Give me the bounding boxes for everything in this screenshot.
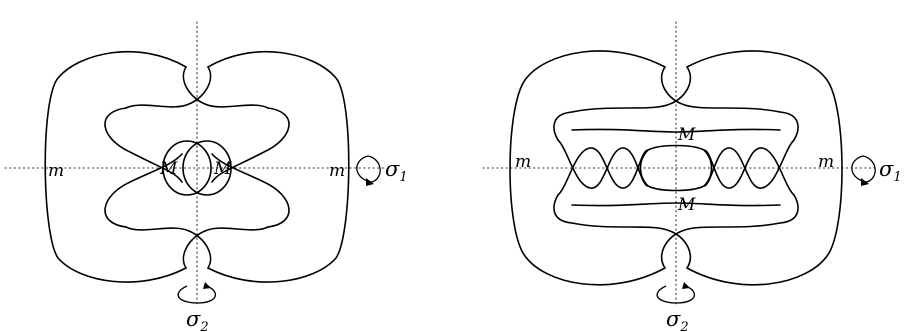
- left-outer-right-arc: [207, 50, 350, 283]
- right-upper-band-inner: [571, 128, 781, 133]
- right-figure: m m M M σ1 σ2: [482, 21, 902, 332]
- right-outer-left-arc: [509, 50, 666, 286]
- left-sigma1-symbol: σ1: [385, 157, 408, 185]
- right-twist-right-a: [703, 139, 795, 189]
- left-inner-left-lobe-lower: [104, 153, 183, 228]
- right-bottom-clasp-a: [660, 222, 781, 269]
- right-center-oval: [639, 144, 713, 192]
- right-top-clasp-b: [571, 66, 692, 113]
- right-sigma1-symbol: σ1: [879, 157, 902, 185]
- left-sigma1-rotation-icon: [356, 155, 381, 186]
- right-upper-band: [553, 111, 799, 141]
- right-bottom-clasp-b: [571, 222, 692, 269]
- left-bottom-clasp-a: [182, 226, 269, 269]
- left-inner-right-lobe: [211, 107, 290, 183]
- left-label-m-left: m: [48, 161, 64, 181]
- left-figure: m m M M σ1 σ2: [4, 21, 408, 332]
- left-sigma2-symbol: σ2: [186, 307, 209, 332]
- left-sigma2-rotation-icon: [177, 282, 217, 304]
- right-twist-right-b: [703, 147, 795, 196]
- left-label-m-right: m: [329, 161, 345, 181]
- right-sigma1-rotation-icon: [851, 155, 876, 186]
- left-top-clasp-a: [182, 66, 269, 109]
- left-bottom-clasp-b: [125, 226, 212, 269]
- right-label-m-left: m: [515, 152, 531, 172]
- left-outer-left-arc: [44, 50, 187, 283]
- right-label-M-top: M: [677, 125, 696, 145]
- right-sigma2-symbol: σ2: [666, 307, 689, 332]
- left-center-right-loop: [182, 140, 232, 196]
- right-label-M-bottom: M: [677, 195, 696, 215]
- left-label-M-right: M: [213, 159, 232, 179]
- right-top-clasp-a: [660, 66, 781, 113]
- right-outer-right-arc: [686, 50, 843, 286]
- left-center-left-loop: [162, 140, 212, 196]
- right-twist-left-b: [557, 147, 649, 196]
- right-sigma2-rotation-icon: [656, 282, 696, 304]
- left-inner-left-lobe: [104, 107, 183, 183]
- left-label-M-left: M: [159, 159, 178, 179]
- left-inner-right-lobe-lower: [211, 153, 290, 228]
- right-lower-band-inner: [571, 202, 781, 207]
- right-lower-band: [553, 194, 799, 224]
- right-twist-left-a: [557, 139, 649, 189]
- left-top-clasp-b: [125, 66, 212, 109]
- right-label-m-right: m: [818, 152, 834, 172]
